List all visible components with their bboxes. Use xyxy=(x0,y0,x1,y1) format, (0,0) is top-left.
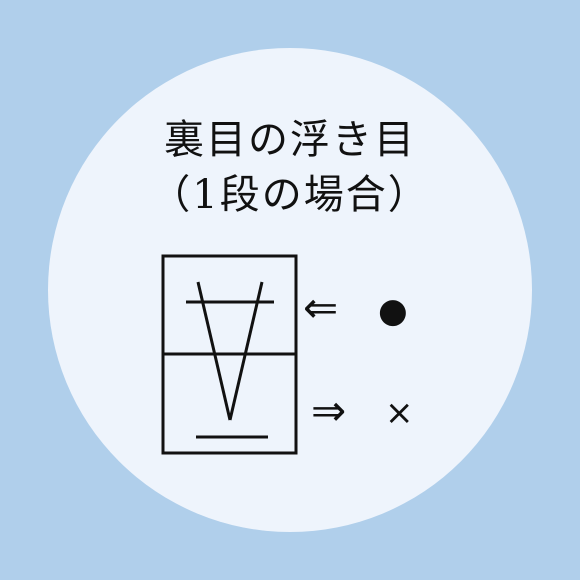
right-double-arrow-icon: ⇒ xyxy=(311,386,346,435)
left-double-arrow-icon: ⇐ xyxy=(303,283,338,332)
background-circle xyxy=(48,48,532,532)
slip-stitch-left-stroke xyxy=(196,281,232,421)
filled-dot-icon: ● xyxy=(378,291,408,331)
cross-icon: × xyxy=(385,393,414,433)
slip-stitch-right-stroke xyxy=(228,281,264,421)
title-line-1: 裏目の浮き目 xyxy=(164,117,416,163)
title-line-2: （1段の場合） xyxy=(150,172,430,218)
